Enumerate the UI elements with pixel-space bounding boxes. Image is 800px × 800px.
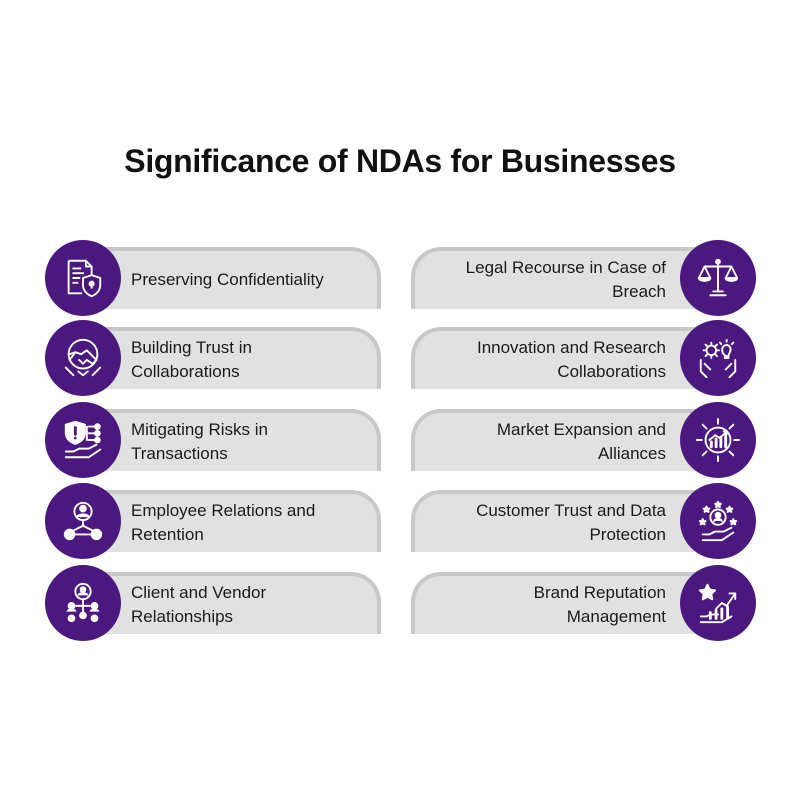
item-label: Legal Recourse in Case of Breach [465,258,666,301]
item-brand-reputation: Brand Reputation Management [411,565,756,641]
item-pill: Building Trust in Collaborations [83,327,381,389]
item-icon-circle [680,320,756,396]
item-icon-circle [45,320,121,396]
page-title: Significance of NDAs for Businesses [124,143,676,179]
item-icon-circle [680,240,756,316]
scales-of-justice-icon [697,258,739,297]
item-label: Brand Reputation Management [533,583,666,626]
growth-chart-expand-icon [695,417,741,463]
item-label: Customer Trust and Data Protection [476,501,666,544]
star-rising-chart-icon [698,583,737,624]
people-network-icon [66,582,100,623]
item-pill: Client and Vendor Relationships [83,572,381,634]
item-employee-relations: Employee Relations and Retention [45,483,381,559]
item-icon-circle [45,240,121,316]
item-pill: Innovation and Research Collaborations [411,327,718,389]
item-pill: Market Expansion and Alliances [411,409,718,471]
item-label: Building Trust in Collaborations [131,338,252,381]
item-building-trust: Building Trust in Collaborations [45,320,381,396]
item-label: Market Expansion and Alliances [496,420,666,463]
item-preserving-confidentiality: Preserving Confidentiality [45,240,381,316]
item-label: Innovation and Research Collaborations [476,338,666,381]
document-shield-lock-icon [67,259,102,298]
item-icon-circle [680,402,756,478]
customer-stars-hand-icon [698,500,738,542]
item-label: Employee Relations and Retention [131,501,316,544]
item-icon-circle [680,483,756,559]
item-pill: Legal Recourse in Case of Breach [411,247,718,309]
risk-shield-hand-icon [64,420,102,459]
gear-lightbulb-hands-icon [699,338,737,379]
item-label: Mitigating Risks in Transactions [131,420,268,463]
team-network-icon [63,501,103,541]
handshake-icon [64,338,102,377]
item-innovation-research: Innovation and Research Collaborations [411,320,756,396]
item-pill: Employee Relations and Retention [83,490,381,552]
item-icon-circle [45,565,121,641]
item-client-vendor: Client and Vendor Relationships [45,565,381,641]
item-market-expansion: Market Expansion and Alliances [411,402,756,478]
item-legal-recourse: Legal Recourse in Case of Breach [411,240,756,316]
item-label: Preserving Confidentiality [131,270,324,289]
item-icon-circle [45,483,121,559]
item-pill: Brand Reputation Management [411,572,718,634]
item-label: Client and Vendor Relationships [131,583,267,626]
item-mitigating-risks: Mitigating Risks in Transactions [45,402,381,478]
item-customer-trust: Customer Trust and Data Protection [411,483,756,559]
item-icon-circle [45,402,121,478]
item-pill: Customer Trust and Data Protection [411,490,718,552]
item-icon-circle [680,565,756,641]
item-pill: Preserving Confidentiality [83,247,381,309]
item-pill: Mitigating Risks in Transactions [83,409,381,471]
